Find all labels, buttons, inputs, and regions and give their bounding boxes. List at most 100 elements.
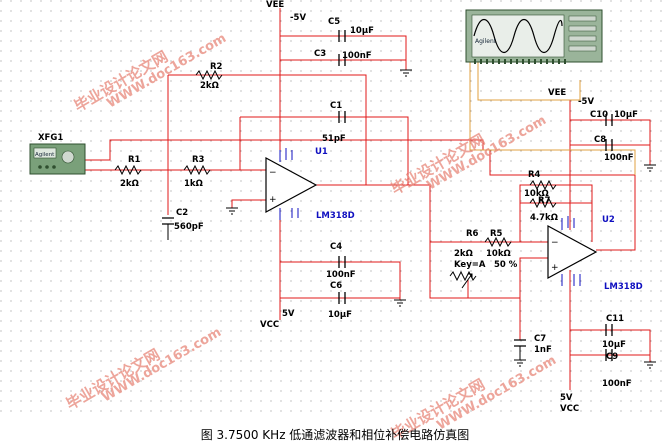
label-c6-value: 10µF <box>328 310 352 320</box>
capacitor-c10 <box>605 114 613 126</box>
label-r3-value: 1kΩ <box>184 179 203 189</box>
resistor-r2 <box>195 69 223 81</box>
label-vee-top: VEE <box>266 0 284 10</box>
label-c10-value: 10µF <box>614 110 638 120</box>
resistor-r3 <box>183 164 211 176</box>
label-c8-value: 100nF <box>604 153 634 163</box>
scope-brand: Agilent <box>475 38 497 45</box>
label-r1-name: R1 <box>128 155 141 165</box>
label-r4-name: R4 <box>528 170 541 180</box>
resistor-r4 <box>529 179 557 191</box>
wire-c5-loop <box>280 35 407 70</box>
fg-brand: Agilent <box>35 152 55 158</box>
label-r7-name: R7 <box>538 196 551 206</box>
ground-c8 <box>644 164 656 172</box>
scope-wires <box>469 60 636 175</box>
label-r2-name: R2 <box>210 62 223 72</box>
label-plus5-u1: 5V <box>282 309 295 319</box>
label-r7-value: 4.7kΩ <box>530 213 558 223</box>
label-c4-name: C4 <box>330 242 342 252</box>
capacitor-c1 <box>338 111 346 123</box>
oscilloscope: Agilent <box>465 9 603 64</box>
wire-u1-noninv <box>231 199 268 208</box>
ground-u1-noninv <box>226 207 238 215</box>
label-minus5-top: -5V <box>290 13 306 23</box>
label-r1-value: 2kΩ <box>120 179 139 189</box>
wire-fg-to-scope <box>85 139 484 161</box>
label-r4-value: 10kΩ <box>524 189 549 199</box>
label-c9-value: 100nF <box>602 379 632 389</box>
capacitor-c5 <box>338 30 346 42</box>
label-r5-value: 10kΩ <box>486 249 511 259</box>
fg-label: XFG1 <box>38 133 63 143</box>
label-pot-key: Key=A <box>454 260 486 270</box>
svg-text:−: − <box>269 168 277 178</box>
label-vcc-u1: VCC <box>260 320 279 330</box>
wire-c1-right <box>240 116 409 185</box>
opamp-u2: − + <box>547 216 598 286</box>
label-r5-name: R5 <box>490 229 503 239</box>
label-c1-value: 51pF <box>322 134 346 144</box>
capacitors <box>162 30 613 361</box>
label-c11-name: C11 <box>606 314 624 324</box>
function-generator-xfg1: Agilent <box>29 143 86 175</box>
label-r2-value: 2kΩ <box>200 81 219 91</box>
label-c1-name: C1 <box>330 101 342 111</box>
capacitor-c8 <box>605 139 613 151</box>
label-c5-value: 10µF <box>350 26 374 36</box>
ground-symbols <box>226 69 656 369</box>
label-u2-name: U2 <box>602 215 615 225</box>
label-r6-value: 2kΩ <box>454 249 473 259</box>
capacitor-c4 <box>338 256 346 268</box>
ground-c7 <box>514 359 526 367</box>
label-r3-name: R3 <box>192 155 205 165</box>
svg-text:+: + <box>269 195 277 205</box>
wire-c10-loop <box>570 119 651 165</box>
grid-background <box>0 0 670 420</box>
resistor-r1 <box>114 164 142 176</box>
label-minus5-u2: -5V <box>578 97 594 107</box>
label-c3-value: 100nF <box>342 51 372 61</box>
scope-waveform <box>473 18 563 54</box>
label-c4-value: 100nF <box>326 270 356 280</box>
wire-scope-ch-b <box>477 60 581 101</box>
capacitor-c3 <box>338 54 346 66</box>
label-c8-name: C8 <box>594 135 606 145</box>
label-c2-name: C2 <box>176 208 188 218</box>
label-u1-part: LM318D <box>316 211 355 221</box>
label-plus5-u2: 5V <box>560 393 573 403</box>
wire-r2-feedback <box>168 74 367 185</box>
opamp-u1: − + <box>265 148 318 220</box>
potentiometer-arrow <box>461 273 473 289</box>
label-c3-name: C3 <box>314 49 326 59</box>
wire-scope-ch-a <box>469 60 636 175</box>
label-c6-name: C6 <box>330 281 342 291</box>
label-c9-name: C9 <box>606 352 618 362</box>
label-u1-name: U1 <box>315 147 328 157</box>
label-c5-name: C5 <box>328 17 340 27</box>
wire-c4-loop <box>280 261 401 300</box>
capacitor-c11 <box>605 324 613 336</box>
label-c2-value: 560pF <box>174 222 204 232</box>
svg-text:−: − <box>551 238 559 248</box>
label-c10-name: C10 <box>590 110 608 120</box>
label-vcc-u2: VCC <box>560 404 579 414</box>
label-r6-name: R6 <box>466 229 479 239</box>
label-c7-value: 1nF <box>534 345 552 355</box>
resistor-r5 <box>484 236 512 248</box>
figure-caption: 图 3.7500 KHz 低通滤波器和相位补偿电路仿真图 <box>200 428 470 442</box>
wire-pot-left <box>429 242 468 299</box>
capacitor-c9 <box>605 349 613 361</box>
resistor-r7 <box>529 197 557 209</box>
label-c11-value: 10µF <box>602 340 626 350</box>
potentiometer-r6 <box>449 270 477 282</box>
resistors <box>114 69 557 289</box>
wire-c11-loop <box>570 329 651 362</box>
capacitor-c6 <box>338 292 346 304</box>
label-u2-part: LM318D <box>604 282 643 292</box>
label-pot-percent: 50 % <box>494 260 518 270</box>
ground-c6 <box>394 299 406 307</box>
svg-text:+: + <box>551 263 559 273</box>
